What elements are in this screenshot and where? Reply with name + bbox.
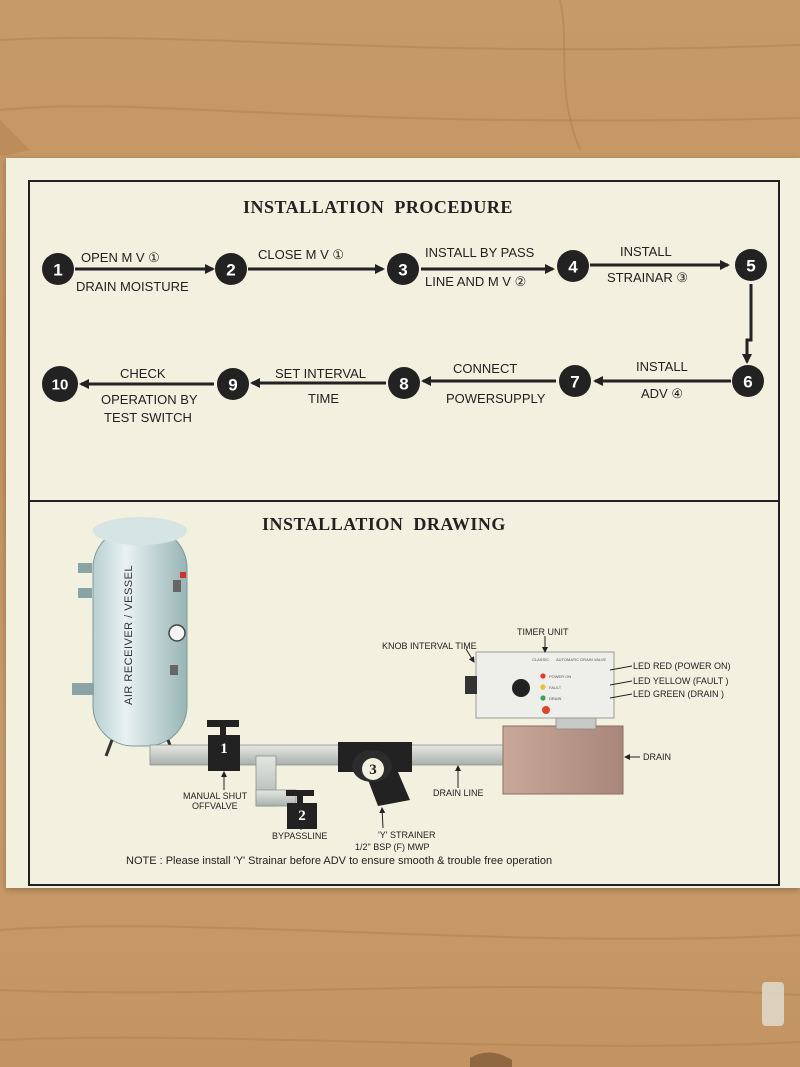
section-divider [28,500,778,502]
timer-brand: CLASSIC [532,657,550,662]
step-8-bottom-label: TIME [308,391,340,406]
step-num-3: 3 [398,261,407,280]
sheet-border [28,180,780,886]
timer-fault-text: FAULT [549,685,562,690]
led-yellow-label: LED YELLOW (FAULT ) [633,676,729,686]
step-num-2: 2 [226,261,235,280]
knob-icon [465,676,477,694]
step-circle-3 [387,253,419,285]
manual-shutoff-valve [207,720,240,771]
timer-unit-label: TIMER UNIT [517,627,569,637]
step-circle-4 [557,250,589,282]
test-switch-icon [542,706,550,714]
step-1-bottom-label: DRAIN MOISTURE [76,279,189,294]
step-9-bottom-label: OPERATION BY [101,392,198,407]
knob-interval-label: KNOB INTERVAL TIME [382,641,477,651]
drawing-title: INSTALLATION DRAWING [262,514,506,534]
step-circle-1 [42,253,74,285]
drain-line-label: DRAIN LINE [433,788,484,798]
step-1-top-label: OPEN M V ① [81,250,160,265]
step-8-top-label: SET INTERVAL [275,366,367,381]
procedure-title: INSTALLATION PROCEDURE [243,197,513,217]
step-num-10: 10 [52,377,69,394]
step-num-5: 5 [746,257,755,276]
step-7-bottom-label: POWERSUPPLY [446,391,546,406]
drain-label: DRAIN [643,752,672,762]
led-red-icon [540,673,546,679]
installation-note: NOTE : Please install 'Y' Strainar befor… [126,855,553,867]
step-num-1: 1 [53,261,62,280]
step-2-top-label: CLOSE M V ① [258,247,345,262]
step-6-bottom-label: ADV ④ [641,386,683,401]
interval-knob-icon [512,679,530,697]
step-9-top-label: CHECK [120,366,166,381]
step-num-9: 9 [228,376,237,395]
pressure-gauge-icon [168,624,186,642]
step-num-6: 6 [743,373,752,392]
tag-1: 1 [220,741,228,757]
step-4-top-label: INSTALL [620,244,672,259]
led-yellow-icon [540,684,546,690]
strainer-spec-label: 1/2" BSP (F) MWP [355,842,430,852]
step-circle-8 [388,367,420,399]
step-circle-7 [559,365,591,397]
step-circle-9 [217,368,249,400]
bypass-valve [286,790,317,829]
manual-valve-label: MANUAL SHUT [183,791,248,801]
step-circle-2 [215,253,247,285]
arrow-5-6 [742,284,753,364]
step-7-top-label: CONNECT [453,361,518,376]
step-num-8: 8 [399,375,408,394]
step-circle-6 [732,365,764,397]
step-4-bottom-label: STRAINAR ③ [607,270,688,285]
tag-2: 2 [298,808,306,824]
step-9-bottom-label-2: TEST SWITCH [104,410,192,425]
timer-power-text: POWER ON [549,674,572,679]
tag-3-circle [362,758,384,780]
step-num-7: 7 [570,373,579,392]
tag-3: 3 [369,762,377,778]
strainer-label: 'Y' STRAINER [378,830,436,840]
step-circle-5 [735,249,767,281]
timer-title: AUTOMATIC DRAIN VALVE [556,657,607,662]
step-6-top-label: INSTALL [636,359,688,374]
drain-valve-body [502,712,624,795]
step-3-bottom-label: LINE AND M V ② [425,274,527,289]
bypass-line-label: BYPASSLINE [272,831,328,841]
timer-drain-text: DRAIN [549,696,562,701]
air-receiver-vessel [72,517,188,757]
led-green-label: LED GREEN (DRAIN ) [633,689,725,699]
led-red-label: LED RED (POWER ON) [633,661,731,671]
step-3-top-label: INSTALL BY PASS [425,245,535,260]
manual-valve-label-2: OFFVALVE [192,801,238,811]
step-circle-10 [42,366,78,402]
step-num-4: 4 [568,258,578,277]
led-green-icon [540,695,546,701]
